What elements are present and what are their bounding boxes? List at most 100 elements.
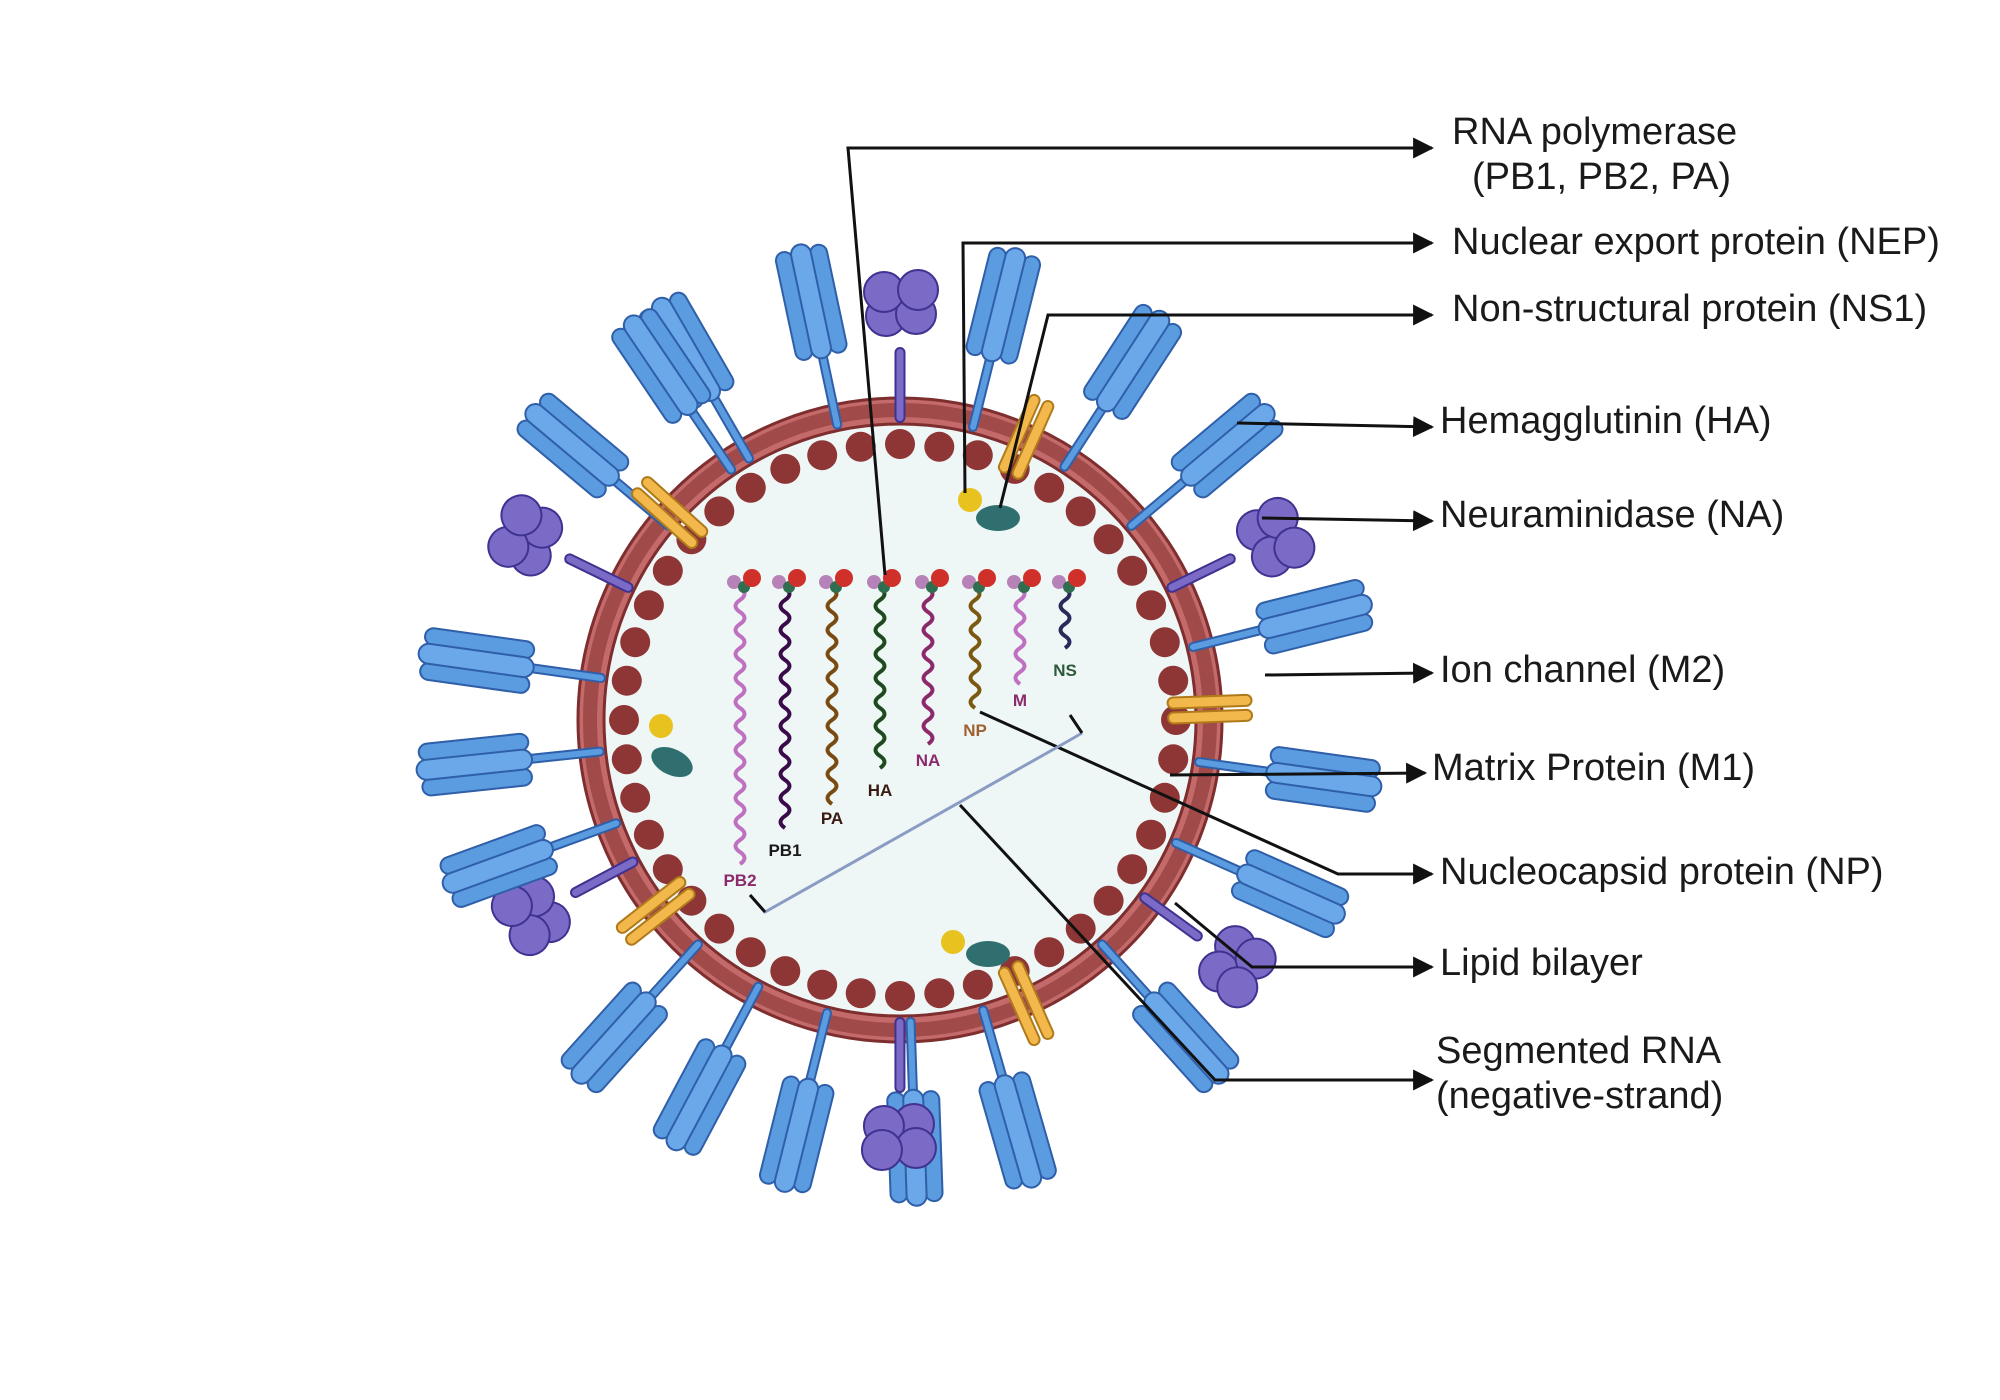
matrix-protein-dot — [807, 969, 838, 1000]
matrix-protein-dot — [807, 440, 838, 471]
rna-strand — [825, 586, 839, 806]
matrix-protein-dot — [770, 453, 801, 484]
matrix-protein-dot — [735, 937, 766, 968]
matrix-protein-dot — [652, 555, 683, 586]
matrix-protein-dot — [885, 429, 915, 459]
matrix-protein-dot — [1034, 937, 1065, 968]
leader-rna-polymerase — [846, 137, 1435, 576]
matrix-protein-dot — [633, 819, 664, 850]
polymerase-subunit — [743, 569, 761, 587]
leader-lines — [846, 137, 1435, 1091]
matrix-protein-dot — [1136, 819, 1167, 850]
leader-np — [979, 710, 1435, 885]
rna-segment-label: NP — [963, 721, 987, 740]
matrix-protein-dot — [633, 590, 664, 621]
label-neuraminidase: Neuraminidase (NA) — [1440, 494, 1784, 536]
matrix-protein-dot — [1136, 590, 1167, 621]
matrix-protein-dot — [962, 969, 993, 1000]
rna-segment-label: PA — [821, 809, 843, 828]
polymerase-subunit — [772, 575, 786, 589]
label-rna-polymerase-subunits: (PB1, PB2, PA) — [1472, 156, 1731, 198]
leader-ha — [1236, 416, 1435, 438]
leader-nep — [961, 232, 1435, 494]
leader-segmented-rna — [958, 803, 1435, 1091]
polymerase-subunit — [978, 569, 996, 587]
rna-strand — [778, 586, 792, 830]
matrix-protein-dot — [652, 854, 683, 885]
ns1-protein — [651, 746, 693, 778]
leader-m2 — [1264, 662, 1435, 684]
rna-strand — [921, 586, 935, 746]
rna-bracket-ends — [748, 714, 1084, 913]
matrix-protein-dot — [1158, 744, 1189, 775]
label-nep: Nuclear export protein (NEP) — [1452, 221, 1940, 263]
matrix-protein-dot — [1158, 665, 1189, 696]
matrix-protein-dot — [1093, 885, 1124, 916]
matrix-protein-dot — [611, 744, 642, 775]
matrix-protein-dot — [845, 978, 876, 1009]
nep-protein — [649, 714, 673, 738]
label-lipid-bilayer: Lipid bilayer — [1440, 942, 1643, 984]
matrix-protein-dot — [704, 913, 735, 944]
leader-na — [1261, 510, 1435, 532]
label-nucleocapsid-protein: Nucleocapsid protein (NP) — [1440, 851, 1884, 893]
rna-segment-label: NS — [1053, 661, 1077, 680]
internal-proteins — [649, 488, 1020, 967]
polymerase-subunit — [1068, 569, 1086, 587]
polymerase-subunit — [883, 569, 901, 587]
polymerase-subunit — [931, 569, 949, 587]
nep-protein — [958, 488, 982, 512]
leader-lipid-bilayer — [1174, 901, 1435, 978]
polymerase-subunit — [819, 575, 833, 589]
leader-m1 — [1169, 762, 1428, 784]
rna-strand — [733, 586, 747, 866]
matrix-protein-dot — [704, 496, 735, 527]
rna-strand — [968, 586, 982, 710]
rna-segment-label: HA — [868, 781, 893, 800]
label-rna-polymerase: RNA polymerase — [1452, 111, 1737, 153]
matrix-protein-dot — [1149, 627, 1180, 658]
matrix-protein-dot — [1065, 913, 1096, 944]
polymerase-subunit — [1007, 575, 1021, 589]
matrix-protein-dot — [609, 705, 639, 735]
matrix-protein-dot — [885, 981, 915, 1011]
polymerase-subunit — [1052, 575, 1066, 589]
ns1-protein — [966, 941, 1010, 967]
leader-ns1 — [998, 304, 1435, 509]
rna-segment-label: PB1 — [768, 841, 801, 860]
matrix-protein-dot — [845, 431, 876, 462]
polymerase-subunit — [835, 569, 853, 587]
label-matrix-protein: Matrix Protein (M1) — [1432, 747, 1755, 789]
matrix-protein-dot — [924, 431, 955, 462]
matrix-protein-dot — [611, 665, 642, 696]
ns1-protein — [976, 505, 1020, 531]
matrix-protein-dot — [1065, 496, 1096, 527]
polymerase-subunit — [867, 575, 881, 589]
matrix-protein-dot — [1117, 854, 1148, 885]
polymerase-subunit — [915, 575, 929, 589]
callout-labels: RNA polymerase (PB1, PB2, PA) Nuclear ex… — [1432, 111, 1940, 1117]
matrix-protein-dot — [1149, 782, 1180, 813]
lipid-bilayer-inner — [602, 422, 1198, 1018]
polymerase-subunit — [727, 575, 741, 589]
rna-segment-label: NA — [916, 751, 941, 770]
matrix-protein-dot — [735, 472, 766, 503]
label-segmented-rna-strand: (negative-strand) — [1436, 1075, 1723, 1117]
matrix-protein-dot — [770, 956, 801, 987]
matrix-protein-dot — [1093, 524, 1124, 555]
matrix-protein-dot — [1034, 472, 1065, 503]
rna-segment-label: PB2 — [723, 871, 756, 890]
label-hemagglutinin: Hemagglutinin (HA) — [1440, 400, 1772, 442]
polymerase-subunit — [788, 569, 806, 587]
matrix-protein-dot — [1117, 555, 1148, 586]
polymerase-subunit — [962, 575, 976, 589]
matrix-protein-dot — [620, 627, 651, 658]
label-ion-channel: Ion channel (M2) — [1440, 649, 1725, 691]
label-segmented-rna: Segmented RNA — [1436, 1030, 1722, 1072]
matrix-protein-dot — [924, 978, 955, 1009]
polymerase-subunit — [1023, 569, 1041, 587]
nep-protein — [941, 930, 965, 954]
